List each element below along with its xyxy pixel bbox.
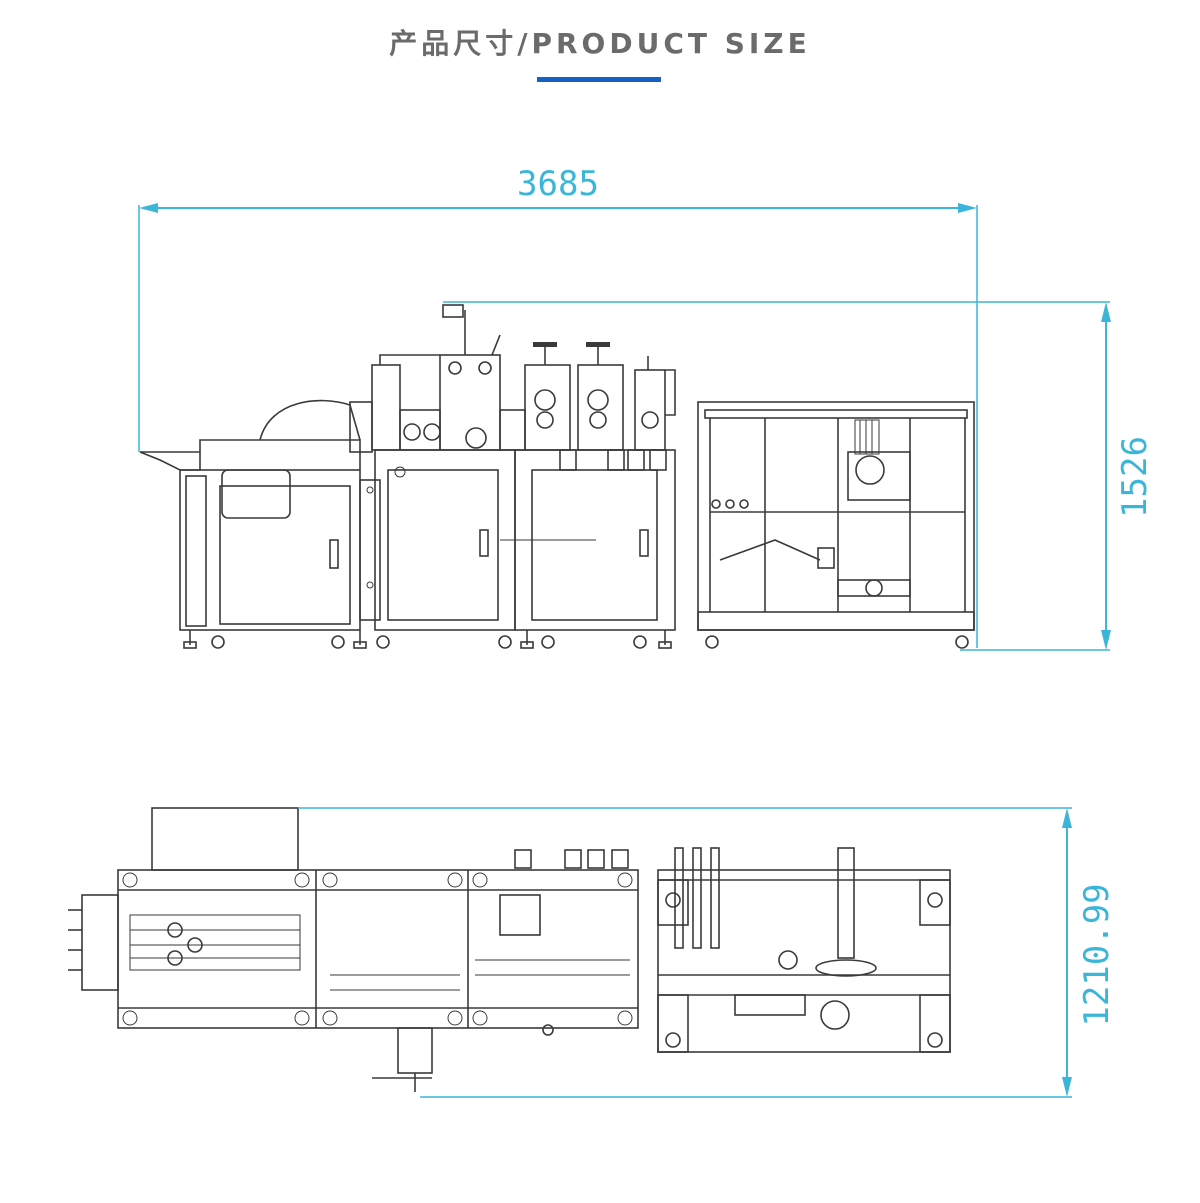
depth-dimension-label: 1210.99 (1077, 883, 1117, 1026)
front-elevation-drawing (139, 304, 975, 649)
page-title: 产品尺寸/PRODUCT SIZE (389, 27, 811, 60)
width-dimension-label: 3685 (517, 164, 599, 204)
title-underline (537, 77, 661, 82)
top-plan-drawing (68, 807, 951, 1092)
dimension-lines (138, 203, 1111, 1098)
height-dimension-label: 1526 (1115, 436, 1155, 518)
